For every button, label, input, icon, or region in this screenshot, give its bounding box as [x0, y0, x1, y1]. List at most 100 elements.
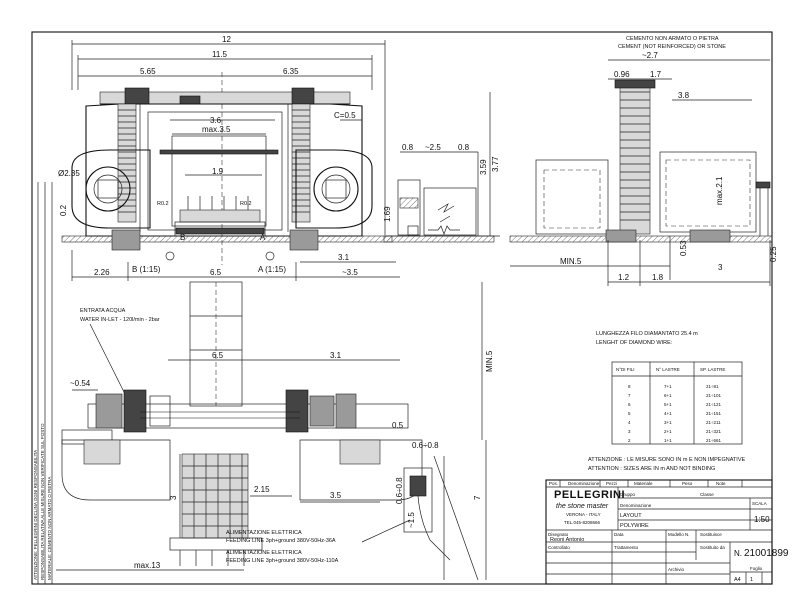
dim-plan-65: 6.5 — [212, 351, 224, 360]
wire-table: LUNGHEZZA FILO DIAMANTATO 25.4 m LENGHT … — [596, 331, 743, 445]
svg-text:21÷151: 21÷151 — [706, 411, 721, 416]
dim-side-025: 0.25 — [769, 246, 778, 262]
dim-cab-25: ~2.5 — [425, 143, 441, 152]
plan-trolley — [181, 453, 249, 539]
tb-h-pos: Pos. — [549, 481, 558, 486]
support-a-label: A (1:15) — [258, 265, 286, 274]
dim-plan-06-08: 0.6÷0.8 — [412, 441, 439, 450]
dim-side-38: 3.8 — [678, 91, 690, 100]
trolley-bed — [179, 209, 261, 223]
ground-hatching — [61, 235, 393, 243]
tb-h-note: Note — [716, 481, 726, 486]
tb-n-label: N. — [734, 549, 742, 558]
wire-header-fili: N°DI FILI — [616, 367, 635, 372]
support-b-label: B (1:15) — [132, 265, 161, 274]
table-row: 5 4+1 21÷151 — [628, 411, 721, 416]
left-column — [117, 103, 137, 223]
wire-header-lastre: N° LASTRE — [656, 367, 680, 372]
table-row: 7 6+1 21÷101 — [628, 393, 721, 398]
table-row: 4 3+1 21÷211 — [628, 420, 721, 425]
svg-text:5: 5 — [628, 411, 631, 416]
tb-h-scala: SCALA — [752, 501, 767, 506]
power-note-en-2: FEEDING LINE 3ph+ground 380V-50Hz-110A — [226, 558, 339, 564]
radius-right: R0.2 — [240, 201, 252, 207]
svg-text:4+1: 4+1 — [664, 411, 672, 416]
dim-plan-06-08b: 0.6÷0.8 — [395, 477, 404, 504]
svg-text:6: 6 — [628, 402, 631, 407]
dim-max-width: max.3.5 — [202, 125, 231, 134]
wire-table-frame — [611, 361, 743, 445]
dim-plan-min5: MIN.5 — [485, 350, 494, 372]
side-elevation-view: CEMENTO NON ARMATO O PIETRA CEMENT (NOT … — [509, 36, 778, 286]
side-column — [619, 83, 651, 235]
tb-h-data: Data — [614, 532, 624, 537]
cement-note-en: CEMENT (NOT REINFORCED) OR STONE — [618, 44, 726, 50]
svg-text:21÷661: 21÷661 — [706, 438, 721, 443]
cement-note-it: CEMENTO NON ARMATO O PIETRA — [626, 36, 719, 42]
tb-h-gruppo: Gruppo — [620, 492, 636, 497]
tb-h-classe: Classe — [700, 492, 714, 497]
plan-main-beam — [87, 403, 409, 429]
side-ground — [509, 235, 773, 243]
svg-text:6+1: 6+1 — [664, 393, 672, 398]
title-block-frame — [545, 479, 773, 585]
dim-frame-width: 11.5 — [212, 50, 228, 59]
table-row: 2 1+1 21÷661 — [628, 438, 721, 443]
table-row: 6 5+1 21÷121 — [628, 402, 721, 407]
dim-left-offset: 2.26 — [94, 268, 110, 277]
tb-h-denom: Denominazione — [568, 481, 600, 486]
dim-center-span: 1.9 — [212, 167, 224, 176]
table-row: 8 7+1 21÷81 — [628, 384, 719, 389]
dim-base-span: 6.5 — [210, 268, 222, 277]
dim-cab-08: 0.8 — [402, 143, 414, 152]
tb-h-trattamento: Trattamento — [614, 545, 639, 550]
side-housing — [659, 151, 757, 233]
right-flywheel — [295, 149, 373, 229]
dim-plan-7: 7 — [473, 495, 482, 500]
dim-cabinet-height: 1.69 — [383, 206, 392, 222]
tb-sheet-number: 1 — [750, 577, 753, 583]
power-note-it-2: ALIMENTAZIONE ELETTRICA — [226, 550, 302, 556]
tb-h-materiale: Materiale — [634, 481, 653, 486]
dim-right-offset: 3.1 — [338, 253, 350, 262]
dim-side-27: ~2.7 — [642, 51, 658, 60]
tb-designer: Reoni Antonio — [550, 537, 584, 543]
tb-h-sostituito: Sostituito da — [700, 545, 725, 550]
dim-left-part: 5.65 — [140, 67, 156, 76]
power-note-en-1: FEEDING LINE 3ph+ground 380V-50Hz-36A — [226, 538, 336, 544]
tb-city: VERONA - ITALY — [566, 512, 601, 517]
tb-h-modello: Modello N. — [668, 532, 690, 537]
tb-h-disegnato: Disegnato — [548, 532, 569, 537]
control-cabinet-view: 0.8 ~2.5 0.8 1.69 3.59 3.77 — [383, 92, 500, 243]
svg-text:21÷101: 21÷101 — [706, 393, 721, 398]
dim-plan-05: 0.5 — [392, 421, 404, 430]
dim-inner-width: 3.6 — [210, 116, 222, 125]
tb-scale: 1:50 — [754, 515, 770, 524]
sheet-border — [31, 31, 773, 585]
left-flywheel — [71, 149, 151, 229]
svg-text:21÷321: 21÷321 — [706, 429, 721, 434]
svg-text:7+1: 7+1 — [664, 384, 672, 389]
wire-title-en: LENGHT OF DIAMOND WIRE: — [596, 340, 673, 346]
dim-side-height: 0.2 — [59, 204, 68, 216]
dim-plan-35: 3.5 — [330, 491, 342, 500]
dim-cabinet-377: 3.77 — [491, 156, 500, 172]
dim-cab-08b: 0.8 — [458, 143, 470, 152]
front-elevation-view: 12 11.5 5.65 6.35 3.6 — [58, 35, 400, 281]
dim-overall-width: 12 — [222, 35, 231, 44]
power-note-it-1: ALIMENTAZIONE ELETTRICA — [226, 530, 302, 536]
dim-side-12: 1.2 — [618, 273, 630, 282]
attention-note-en: ATTENTION : SIZES ARE IN m AND NOT BINDI… — [588, 466, 715, 472]
dim-plan-215: 2.15 — [254, 485, 270, 494]
plan-base-left — [61, 439, 171, 501]
tb-h-denominazione: Denominazione — [620, 503, 652, 508]
tb-h-pezzi: Pezzi — [606, 481, 617, 486]
table-row: 3 2+1 21÷321 — [628, 429, 721, 434]
tb-drawing-number: 21001899 — [744, 548, 789, 559]
tb-company-logo: PELLEGRINI — [554, 489, 625, 501]
wire-title-it: LUNGHEZZA FILO DIAMANTATO 25.4 m — [596, 331, 698, 337]
tb-slogan: the stone master — [556, 503, 609, 510]
svg-text:2+1: 2+1 — [664, 429, 672, 434]
